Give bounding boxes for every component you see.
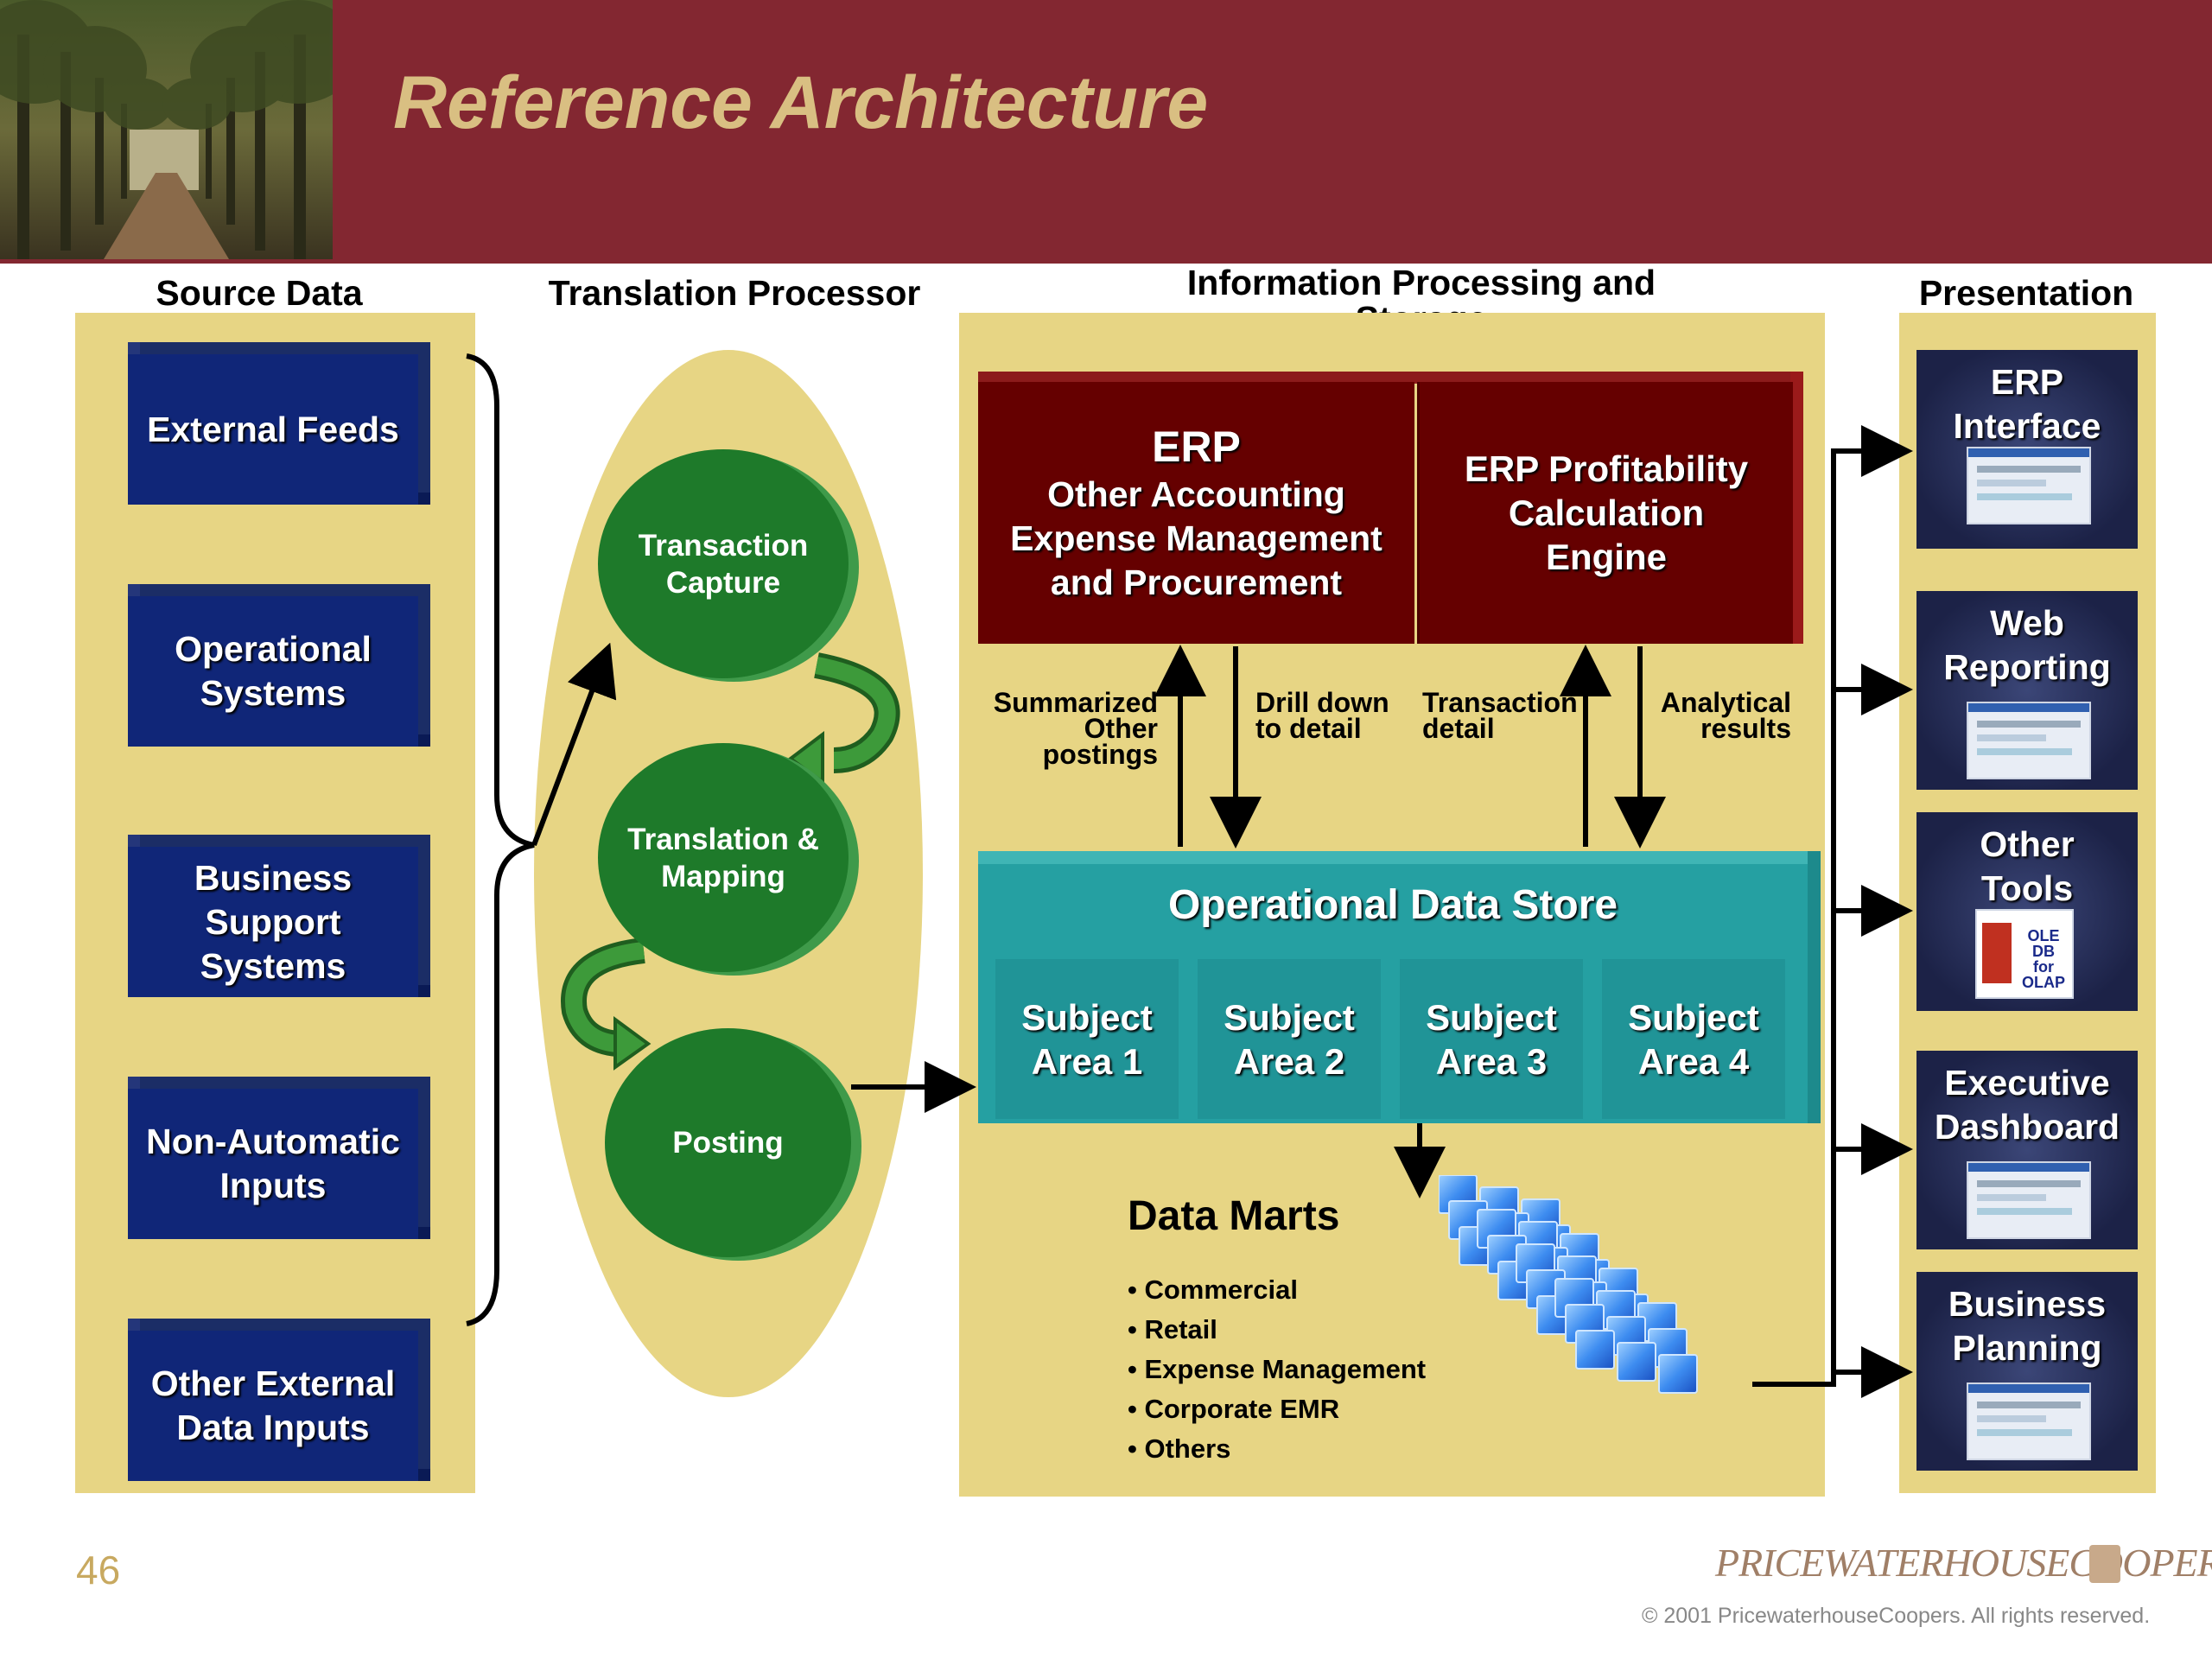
source-box: External Feeds [128,354,418,505]
data-mart-item: • Commercial [1128,1274,1298,1305]
copyright: © 2001 PricewaterhouseCoopers. All right… [1642,1604,2151,1628]
screenshot-thumbnail-icon [1967,1382,2091,1460]
header-bar [0,0,2212,264]
erp-profitability-engine: ERP Profitability Calculation Engine [1417,382,1793,644]
screenshot-thumbnail-icon [1967,1161,2091,1239]
posting-step: Posting [605,1028,851,1257]
brace [466,353,535,1326]
data-marts-list: • Commercial • Retail • Expense Manageme… [1128,1270,1426,1469]
data-mart-item: • Others [1128,1433,1231,1464]
data-mart-item: • Retail [1128,1314,1217,1344]
data-marts-title: Data Marts [1128,1193,1340,1239]
data-mart-item: • Expense Management [1128,1354,1427,1384]
company-logo: PRICEWATERHOUSECOOPERS [1715,1541,2212,1585]
erp-accounting-block: ERP Other Accounting Expense Management … [978,382,1414,644]
data-cubes-icon [1439,1175,1698,1394]
page-title: Reference Architecture [393,61,1209,144]
screenshot-thumbnail-icon [1967,702,2091,779]
tree-lined-road-photo [0,0,333,259]
screenshot-thumbnail-icon [1967,447,2091,524]
column-header-processing-line1: Information Processing and [1186,263,1656,302]
page-number: 46 [76,1548,121,1592]
logo-badge-icon [2089,1545,2120,1583]
column-header-translation: Translation Processor [548,273,921,313]
column-header-source: Source Data [156,273,363,313]
column-header-presentation: Presentation [1918,273,2134,313]
data-mart-item: • Corporate EMR [1128,1394,1340,1424]
translation-mapping-step: Translation &Mapping [598,743,849,972]
